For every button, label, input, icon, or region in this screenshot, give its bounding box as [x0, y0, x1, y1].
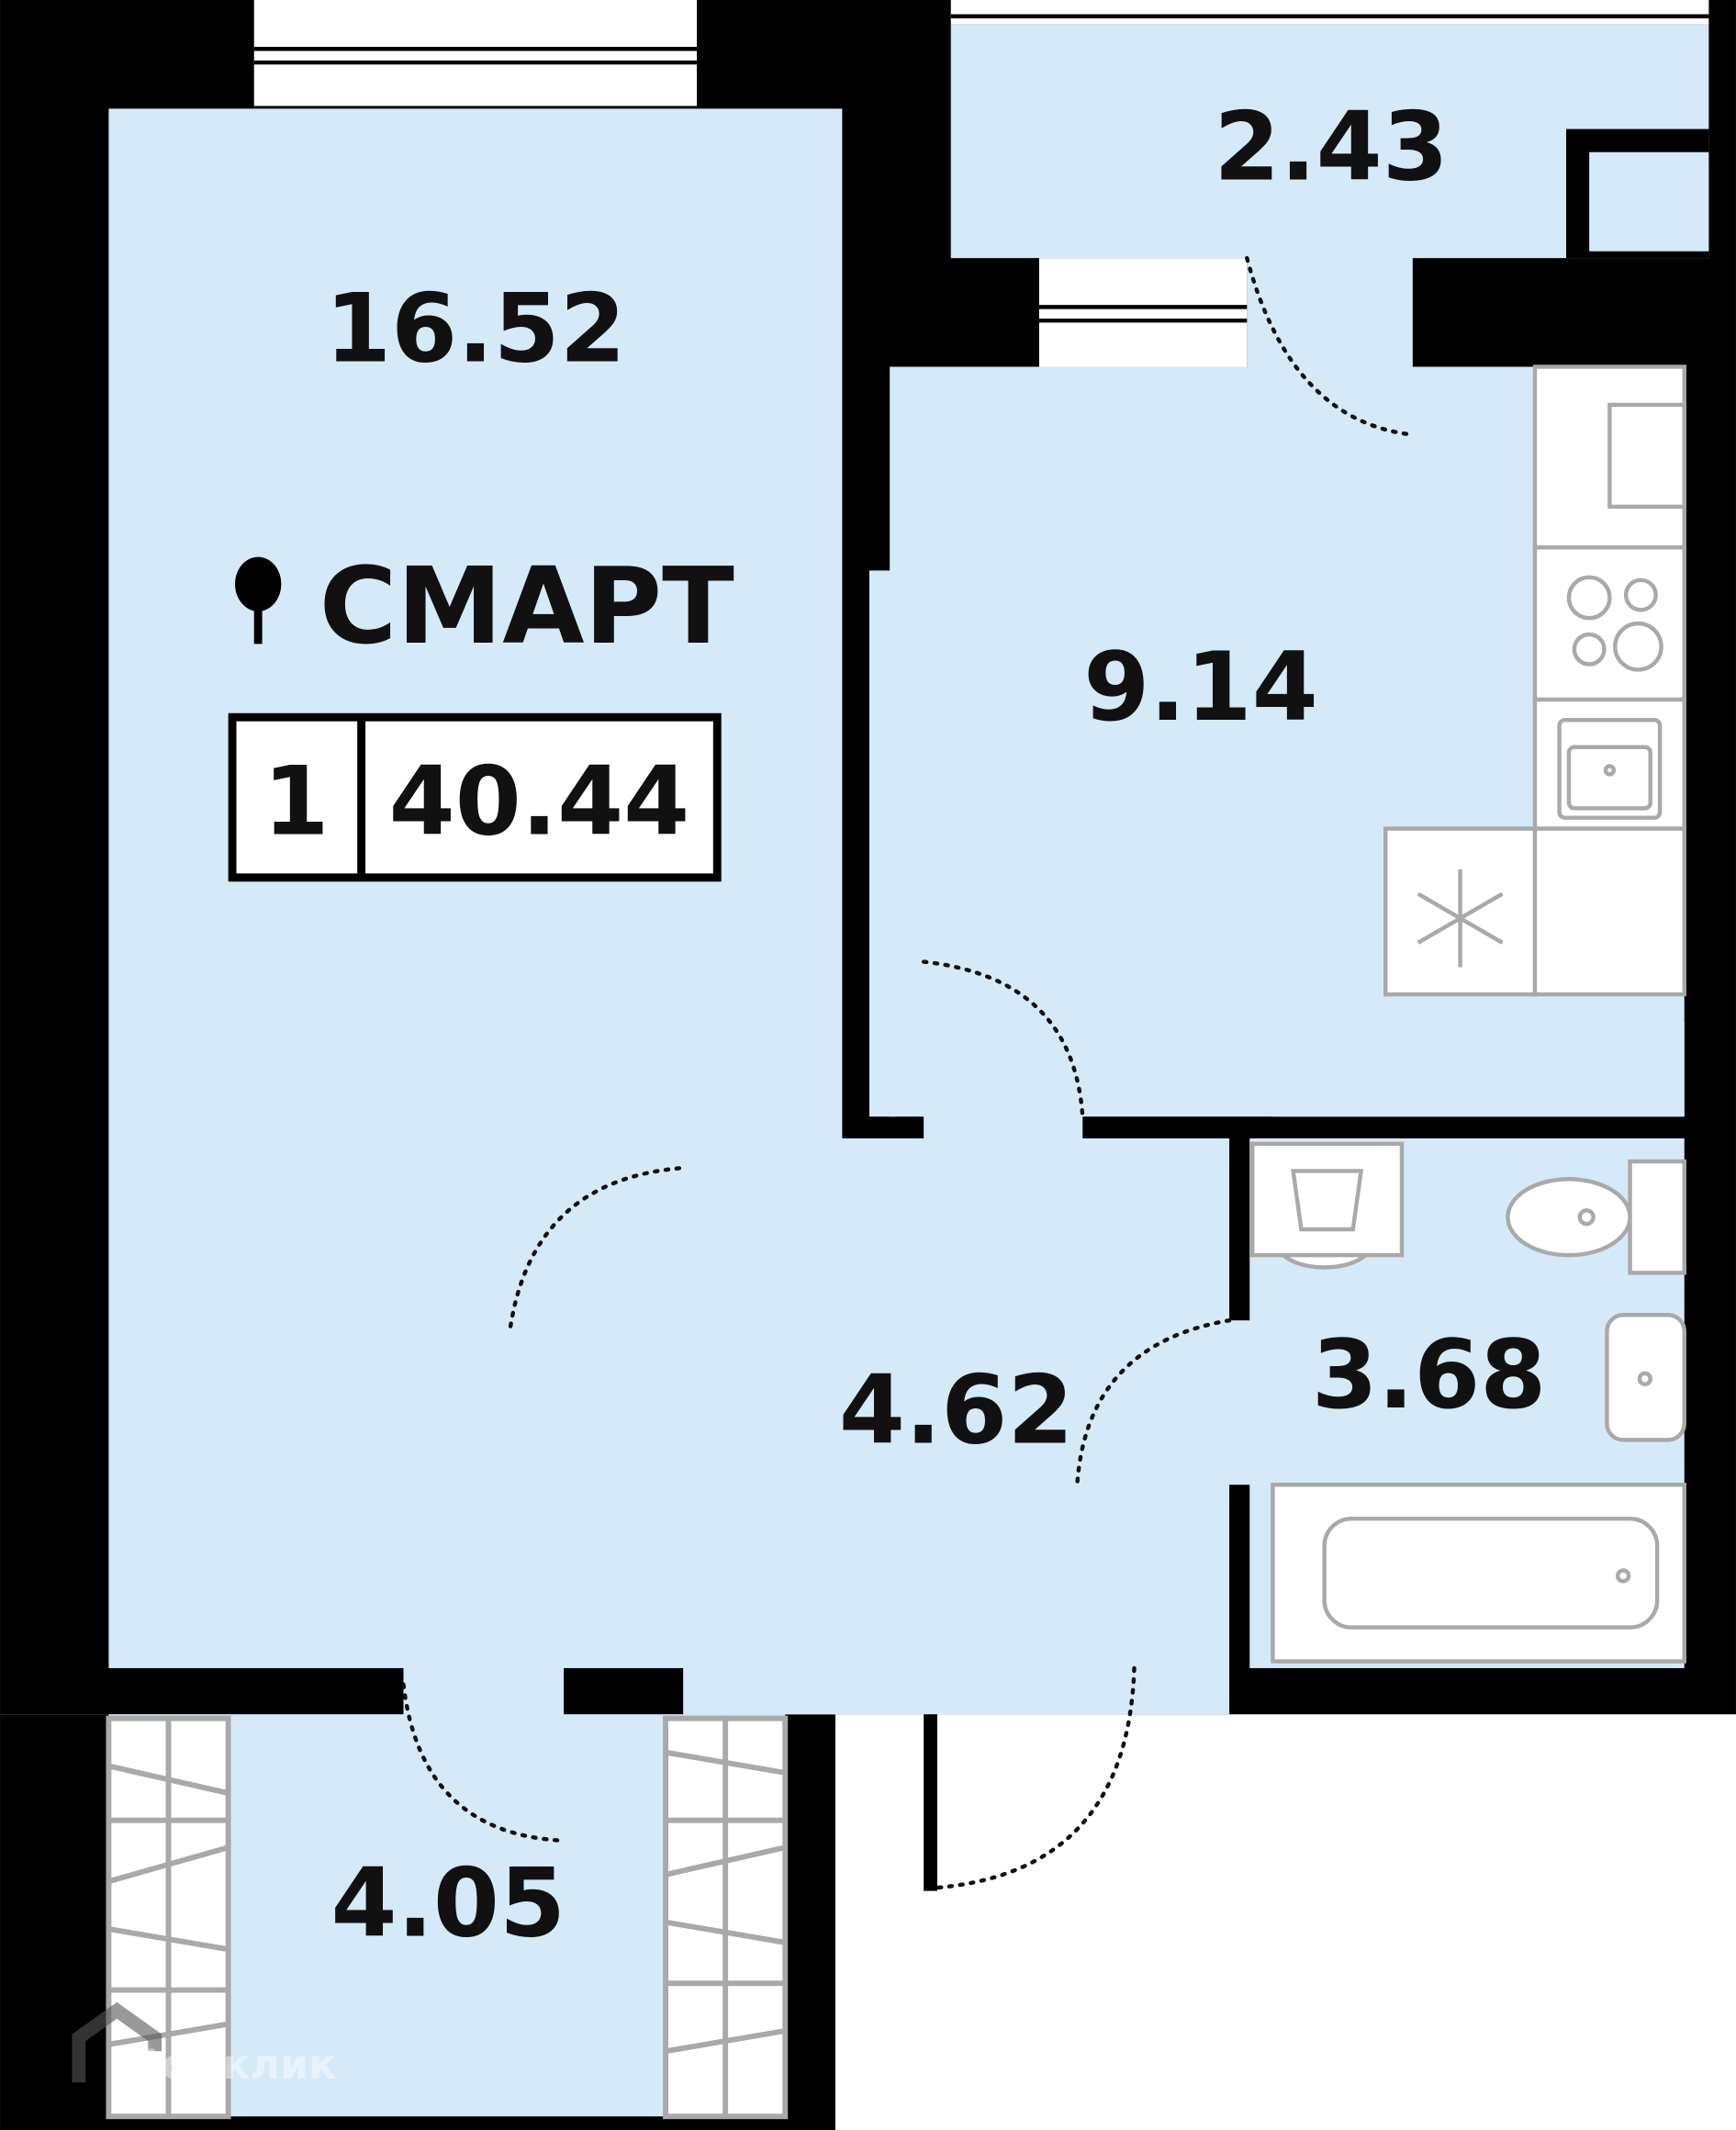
balcony-bottom-area-label: 4.05 [331, 1848, 566, 1958]
hallway-area [683, 1138, 1230, 1715]
rooms-count: 1 [263, 746, 330, 857]
plan-tag: СМАРТ [319, 545, 734, 668]
doors [401, 255, 1416, 1891]
total-area: 40.44 [389, 746, 690, 857]
pin-icon [235, 556, 282, 645]
washbasin-icon [1605, 1313, 1686, 1442]
svg-text:Домклик: Домклик [125, 2042, 336, 2089]
balcony-top-area-label: 2.43 [1214, 92, 1449, 202]
closet-area [1272, 1021, 1685, 1117]
toilet-icon [1506, 1159, 1686, 1275]
bathroom-area-label: 3.68 [1312, 1320, 1547, 1430]
kitchen-fixtures [1383, 364, 1686, 997]
watermark-logo: Домклик [72, 2001, 336, 2089]
washing-machine-icon [1250, 1141, 1405, 1270]
bathtub-icon [1271, 1482, 1686, 1664]
balcony-glazing [106, 1715, 789, 2120]
living-room-area-label: 16.52 [325, 275, 626, 385]
bathroom-fixtures [1250, 1141, 1686, 1664]
stove-icon [1532, 545, 1686, 702]
kitchen-area-label: 9.14 [1083, 633, 1318, 743]
snowflake-icon [1383, 826, 1686, 997]
summary-box: 1 40.44 [228, 712, 722, 882]
sink-icon [1532, 697, 1686, 831]
balcony-door-window [1038, 258, 1248, 367]
hallway-area-label: 4.62 [839, 1355, 1074, 1465]
window [253, 0, 698, 106]
